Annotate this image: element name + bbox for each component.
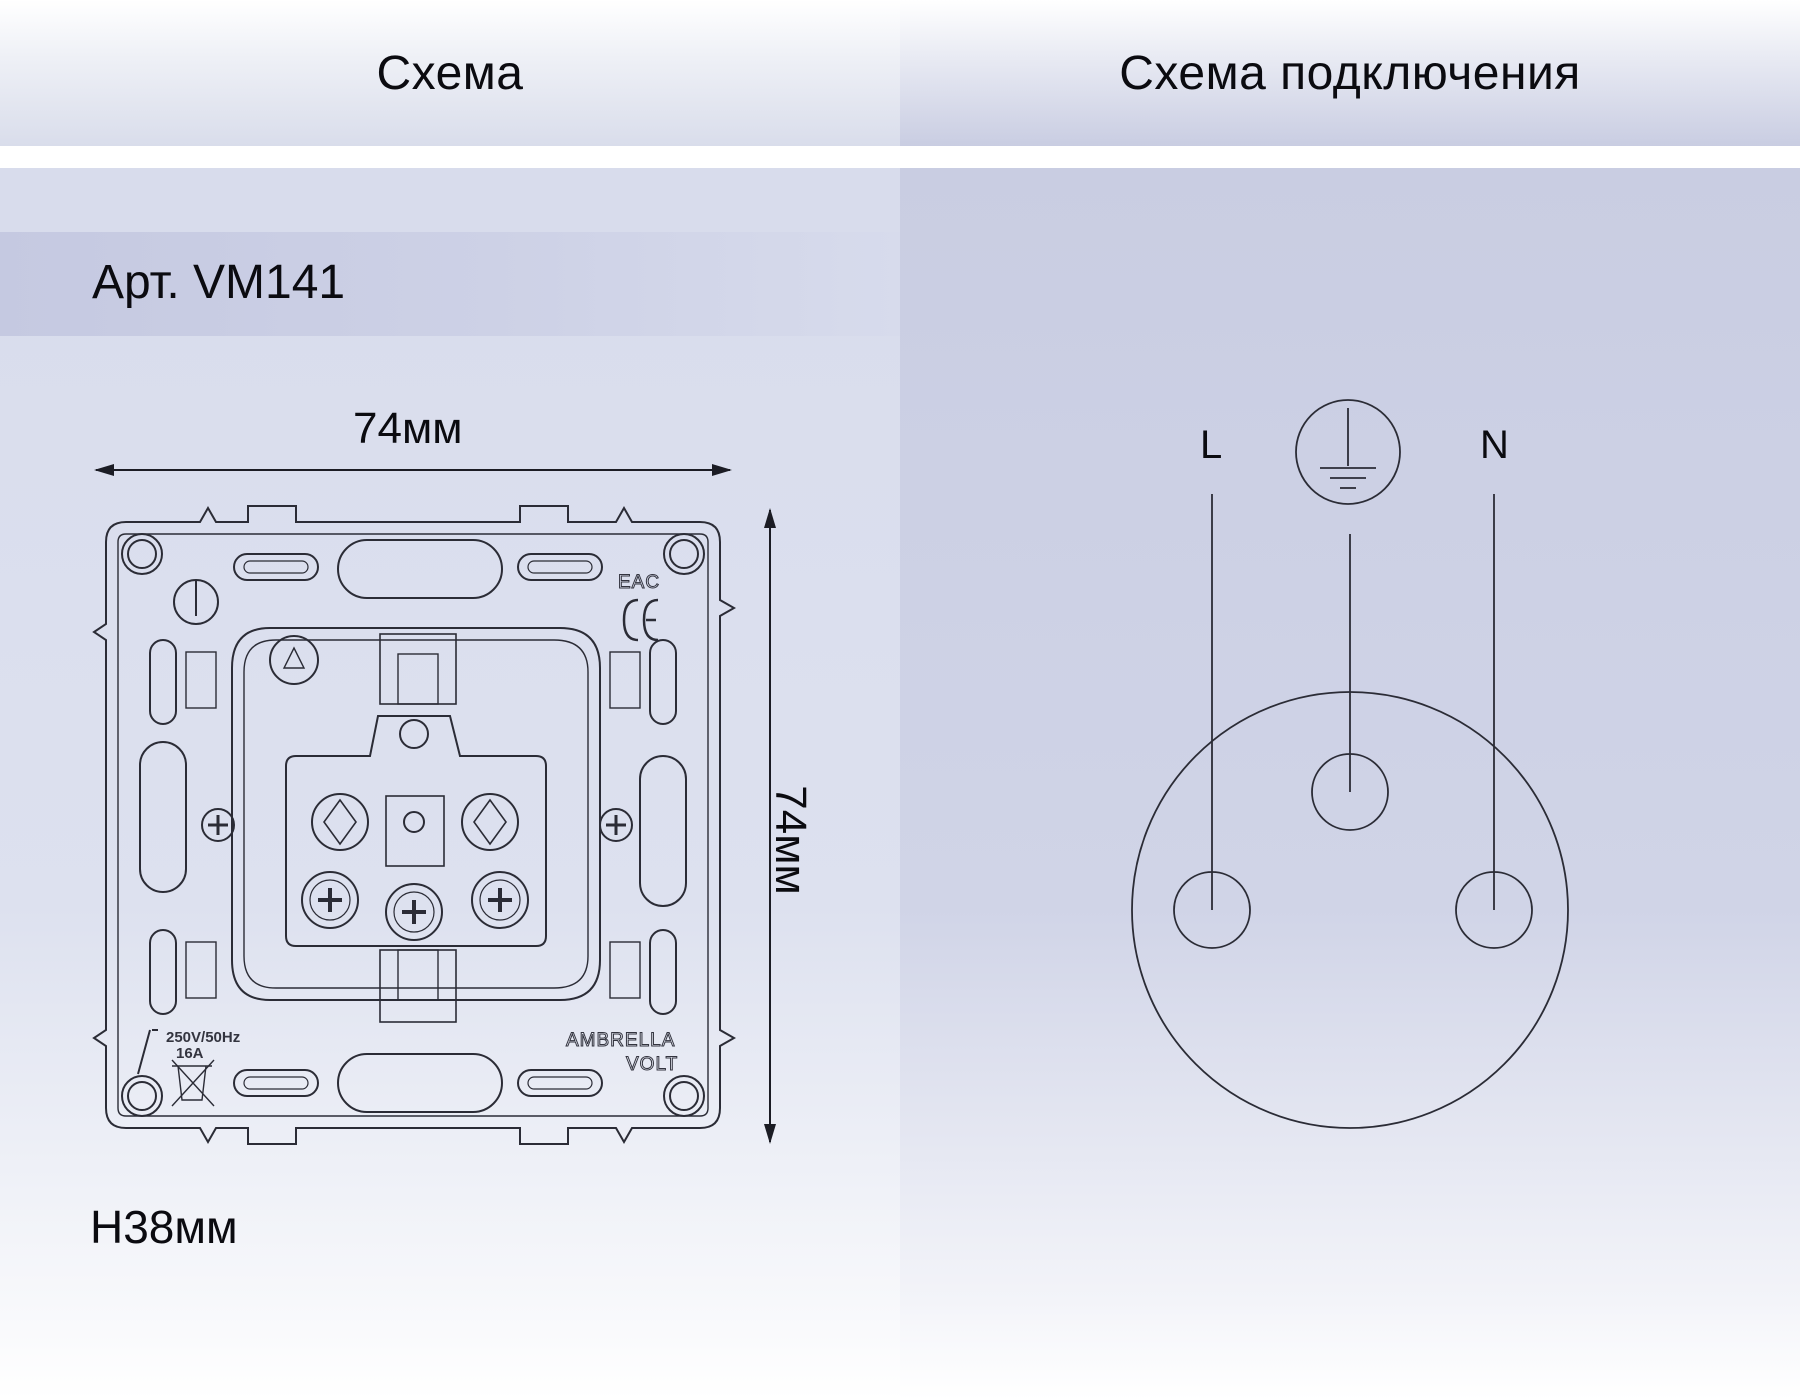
brand-line-1: AMBRELLA [566, 1030, 675, 1051]
neutral-label: N [1480, 423, 1509, 467]
article-band [0, 232, 900, 336]
header-divider [0, 146, 1800, 168]
socket-mechanism-drawing [92, 505, 737, 1145]
width-dimension-label: 74мм [353, 404, 463, 453]
current-rating-mark: 16A [176, 1045, 204, 1062]
voltage-rating-mark: 250V/50Hz [166, 1029, 240, 1046]
tab-wiring-scheme-label: Схема подключения [1119, 46, 1581, 100]
depth-dimension-label: H38мм [90, 1201, 238, 1253]
wiring-diagram [1131, 399, 1569, 1129]
article-number: Арт. VM141 [92, 256, 346, 309]
scheme-panel [0, 168, 900, 1400]
brand-line-2: VOLT [626, 1054, 678, 1075]
tab-scheme: Схема [0, 0, 900, 146]
tab-scheme-label: Схема [376, 46, 524, 100]
eac-mark: EAC [618, 572, 660, 593]
phase-label: L [1200, 423, 1222, 467]
tab-wiring-scheme: Схема подключения [900, 0, 1800, 146]
earth-ground-icon [1295, 399, 1401, 505]
